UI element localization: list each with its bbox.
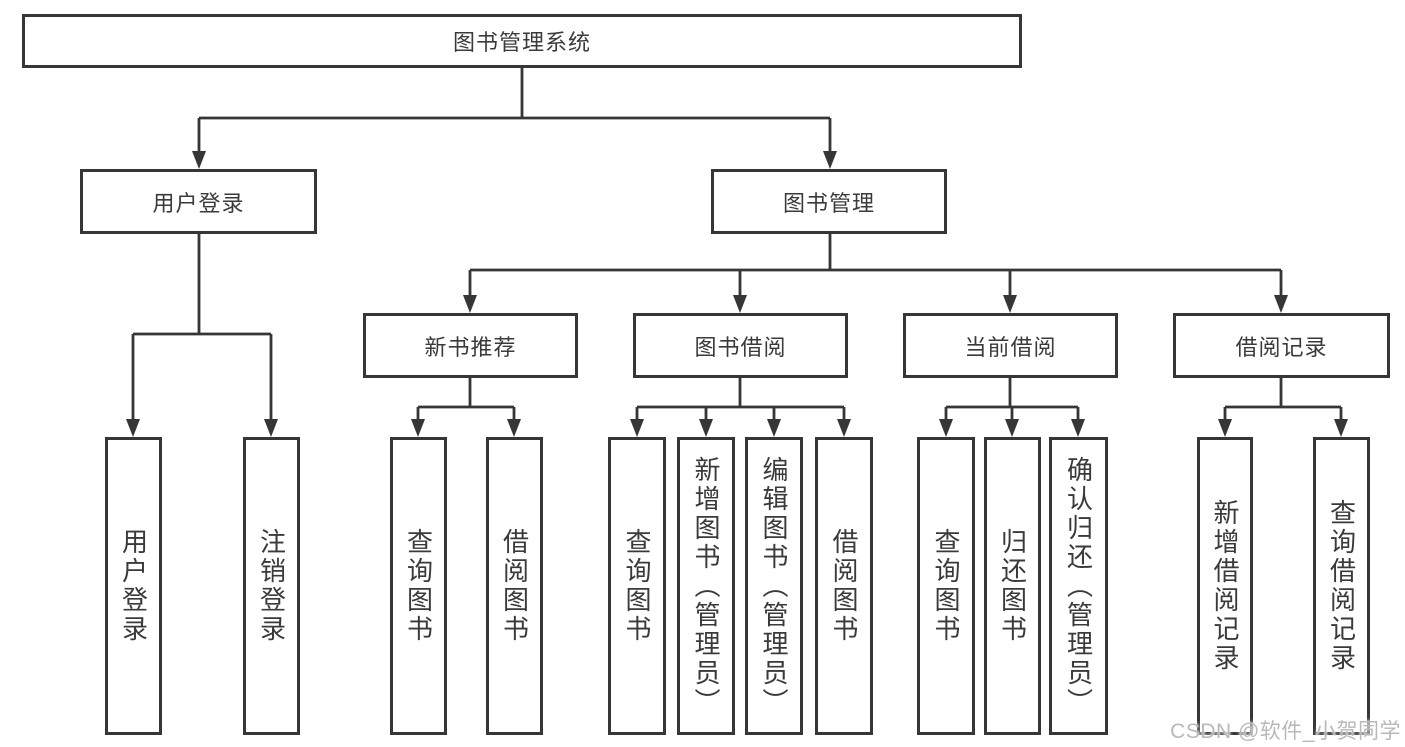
node-label: 新书推荐: [424, 334, 517, 360]
node-label: 借阅记录: [1235, 334, 1328, 360]
leaf-confirm-return-admin: 确认归还（管理员）: [1049, 437, 1108, 735]
leaf-borrow-books-2: 借阅图书: [815, 437, 873, 735]
node-label: 图书管理: [782, 190, 875, 216]
node-book-borrowing: 图书借阅: [633, 313, 848, 378]
node-label: 编辑图书（管理员）: [759, 455, 789, 717]
leaf-return-books: 归还图书: [984, 437, 1041, 735]
leaf-logout: 注销登录: [243, 437, 300, 735]
connector-borrowrecords-to-leaves: [1223, 378, 1343, 422]
node-label: 归还图书: [997, 528, 1028, 644]
leaf-edit-books-admin: 编辑图书（管理员）: [745, 437, 803, 735]
node-label: 查询图书: [931, 528, 961, 644]
leaf-user-login: 用户登录: [105, 437, 162, 735]
node-library-management-system: 图书管理系统: [22, 14, 1022, 68]
arrowheads: [126, 151, 1348, 437]
leaf-query-books-3: 查询图书: [917, 437, 975, 735]
node-label: 当前借阅: [964, 334, 1057, 360]
node-label: 注销登录: [256, 528, 287, 644]
node-label: 查询图书: [622, 528, 652, 644]
connector-bookmgmt-to-level3: [468, 234, 1283, 298]
node-label: 借阅图书: [499, 528, 530, 644]
node-label: 用户登录: [118, 528, 149, 644]
node-new-book-recommend: 新书推荐: [363, 313, 578, 378]
node-book-management: 图书管理: [711, 169, 947, 234]
connector-newbookrec-to-leaves: [416, 378, 516, 422]
node-label: 用户登录: [152, 190, 245, 216]
node-label: 查询图书: [403, 528, 434, 644]
node-user-login: 用户登录: [80, 169, 317, 234]
connector-bookborrow-to-leaves: [635, 378, 846, 422]
leaf-query-books-2: 查询图书: [608, 437, 666, 735]
node-current-borrowing: 当前借阅: [903, 313, 1118, 378]
node-label: 图书借阅: [694, 334, 787, 360]
node-label: 新增借阅记录: [1210, 499, 1240, 673]
connector-currentborrow-to-leaves: [944, 378, 1080, 422]
csdn-watermark: CSDN @软件_小贺同学: [1170, 720, 1401, 743]
node-label: 确认归还（管理员）: [1063, 455, 1094, 717]
connector-root-to-level2: [197, 68, 832, 154]
leaf-add-borrow-record: 新增借阅记录: [1197, 437, 1253, 735]
connector-userlogin-to-leaves: [131, 234, 273, 422]
leaf-query-books-1: 查询图书: [390, 437, 447, 735]
node-label: 新增图书（管理员）: [691, 455, 721, 717]
node-label: 查询借阅记录: [1326, 499, 1357, 673]
leaf-query-borrow-record: 查询借阅记录: [1313, 437, 1370, 735]
node-label: 借阅图书: [829, 528, 859, 644]
node-label: 图书管理系统: [452, 30, 591, 55]
leaf-add-books-admin: 新增图书（管理员）: [677, 437, 735, 735]
node-borrowing-records: 借阅记录: [1173, 313, 1390, 378]
leaf-borrow-books-1: 借阅图书: [486, 437, 543, 735]
